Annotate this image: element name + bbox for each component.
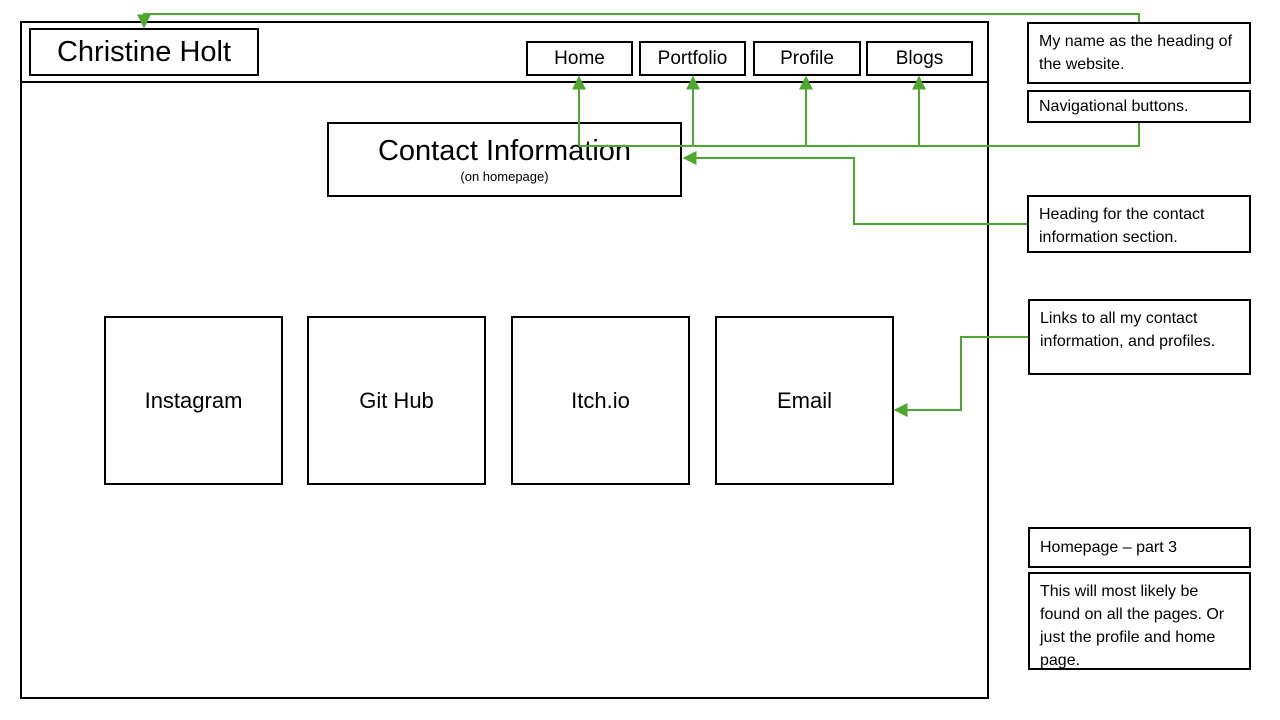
nav-button-profile[interactable]: Profile bbox=[753, 41, 861, 76]
header-divider bbox=[20, 81, 989, 83]
note-page-scope-text: This will most likely be found on all th… bbox=[1040, 583, 1225, 669]
note-nav-buttons: Navigational buttons. bbox=[1027, 90, 1251, 123]
contact-subheading: (on homepage) bbox=[460, 168, 549, 184]
site-title: Christine Holt bbox=[29, 28, 259, 76]
contact-heading: Contact Information bbox=[377, 134, 632, 167]
note-nav-buttons-text: Navigational buttons. bbox=[1039, 98, 1189, 115]
nav-button-home[interactable]: Home bbox=[526, 41, 633, 76]
contact-card-email[interactable]: Email bbox=[715, 316, 894, 485]
contact-card-github[interactable]: Git Hub bbox=[307, 316, 486, 485]
note-name-heading-text: My name as the heading of the website. bbox=[1039, 33, 1233, 73]
note-page-label-text: Homepage – part 3 bbox=[1040, 539, 1177, 556]
note-contact-heading: Heading for the contact information sect… bbox=[1027, 195, 1251, 253]
note-page-label: Homepage – part 3 bbox=[1028, 527, 1251, 568]
note-name-heading: My name as the heading of the website. bbox=[1027, 22, 1251, 84]
note-contact-heading-text: Heading for the contact information sect… bbox=[1039, 206, 1205, 246]
note-contact-links: Links to all my contact information, and… bbox=[1028, 299, 1251, 375]
contact-card-instagram[interactable]: Instagram bbox=[104, 316, 283, 485]
note-page-scope: This will most likely be found on all th… bbox=[1028, 572, 1251, 670]
note-contact-links-text: Links to all my contact information, and… bbox=[1040, 310, 1216, 350]
nav-button-portfolio[interactable]: Portfolio bbox=[639, 41, 746, 76]
contact-card-itchio[interactable]: Itch.io bbox=[511, 316, 690, 485]
nav-button-blogs[interactable]: Blogs bbox=[866, 41, 973, 76]
contact-heading-box: Contact Information (on homepage) bbox=[327, 122, 682, 197]
